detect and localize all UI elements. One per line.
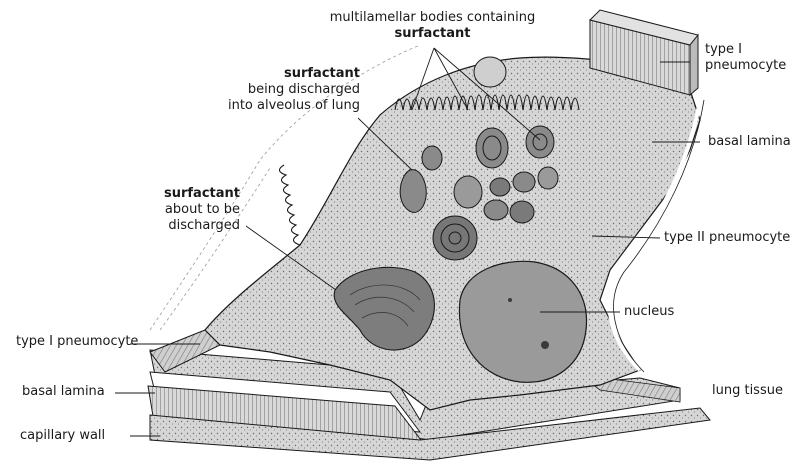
label-type-i-top-line1: type I xyxy=(705,42,786,58)
label-type-i-pneumocyte-left: type I pneumocyte xyxy=(16,334,138,350)
vesicle xyxy=(474,57,506,87)
label-surfactant-being-line2: being discharged xyxy=(200,82,360,98)
label-type-ii-pneumocyte: type II pneumocyte xyxy=(664,230,790,246)
label-surfactant-about-to-be-discharged: surfactant about to be discharged xyxy=(110,186,240,234)
label-surfactant-about-line1: surfactant xyxy=(110,186,240,202)
label-surfactant-being-line1: surfactant xyxy=(200,66,360,82)
label-surfactant-about-line2: about to be xyxy=(110,202,240,218)
label-basal-lamina-left: basal lamina xyxy=(22,384,105,400)
label-nucleus: nucleus xyxy=(624,304,674,320)
label-surfactant-being-line3: into alveolus of lung xyxy=(200,98,360,114)
surfactant-discharging xyxy=(400,170,426,213)
label-capillary-wall: capillary wall xyxy=(20,428,105,444)
label-multilamellar-line1: multilamellar bodies containing xyxy=(300,10,565,26)
label-type-i-top-line2: pneumocyte xyxy=(705,58,786,74)
label-basal-lamina-right: basal lamina xyxy=(708,134,791,150)
label-surfactant-about-line3: discharged xyxy=(110,218,240,234)
label-surfactant-being-discharged: surfactant being discharged into alveolu… xyxy=(200,66,360,114)
label-type-i-pneumocyte-top: type I pneumocyte xyxy=(705,42,786,74)
label-multilamellar-line2: surfactant xyxy=(300,26,565,42)
label-lung-tissue: lung tissue xyxy=(712,383,783,399)
label-multilamellar-bodies: multilamellar bodies containing surfacta… xyxy=(300,10,565,42)
